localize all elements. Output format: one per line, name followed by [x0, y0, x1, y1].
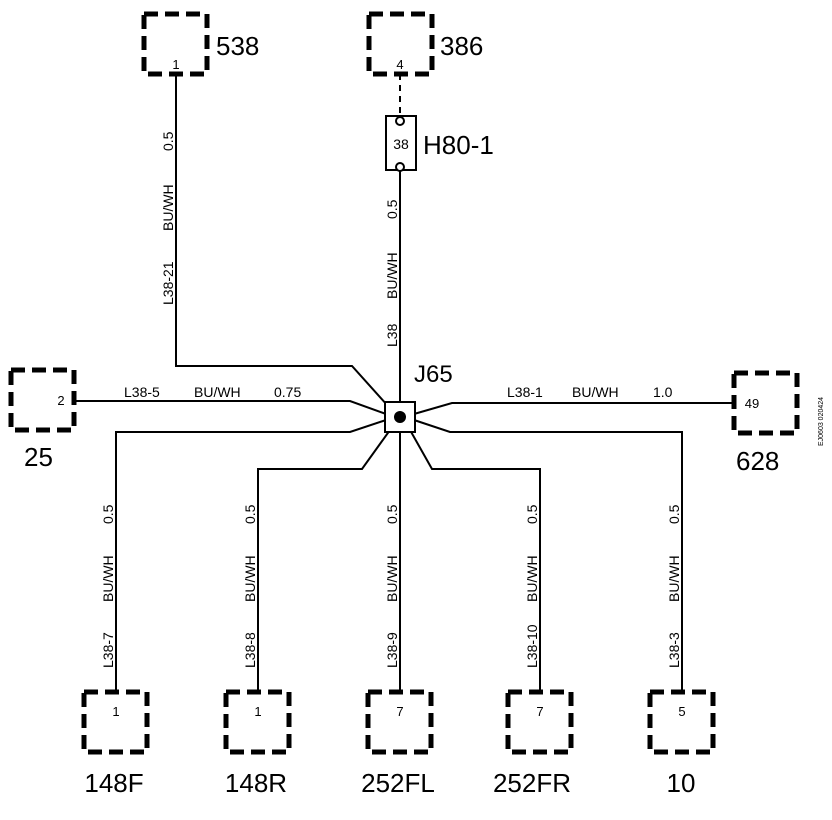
- connector-name: 25: [24, 442, 53, 472]
- wire-148R: [257, 429, 391, 692]
- wire-label-148F: L38-7 BU/WH 0.5: [100, 504, 116, 668]
- wire-circuit: L38-5: [124, 384, 160, 400]
- wire-label-25: L38-5 BU/WH 0.75: [124, 384, 301, 400]
- connector-pin: 1: [254, 704, 261, 719]
- wire-color: BU/WH: [242, 555, 258, 602]
- wire-size: 1.0: [653, 384, 673, 400]
- wire-color: BU/WH: [524, 555, 540, 602]
- fuse-top-terminal: [395, 116, 405, 126]
- wire-label-628: L38-1 BU/WH 1.0: [507, 384, 673, 400]
- wire-circuit: L38-1: [507, 384, 543, 400]
- wire-label-538: L38-21 BU/WH 0.5: [160, 131, 176, 305]
- connector-box: [8, 367, 77, 433]
- connector-pin: 49: [745, 396, 759, 411]
- connector-name: 628: [736, 446, 779, 476]
- splice-box: [384, 401, 416, 433]
- fuse-name: H80-1: [423, 130, 494, 160]
- wire-color: BU/WH: [194, 384, 241, 400]
- wire-color: BU/WH: [160, 184, 176, 231]
- wire-color: BU/WH: [384, 252, 400, 299]
- wire-628: [413, 402, 734, 415]
- connector-148F[interactable]: 1 148F: [81, 689, 150, 798]
- connector-box: [81, 689, 150, 755]
- connector-pin: 5: [678, 704, 685, 719]
- connector-name: 252FR: [493, 768, 571, 798]
- connector-pin: 7: [396, 704, 403, 719]
- connector-box: [365, 689, 434, 755]
- connector-box: [505, 689, 574, 755]
- splice-j65[interactable]: J65: [384, 361, 453, 433]
- wire-538: [175, 74, 389, 407]
- reference-code: EJ0603 020424: [818, 397, 825, 446]
- wire-label-fuse: L38 BU/WH 0.5: [384, 199, 400, 347]
- connector-148R[interactable]: 1 148R: [223, 689, 292, 798]
- connector-628[interactable]: 49 628: [731, 370, 800, 476]
- connector-pin: 7: [536, 704, 543, 719]
- connector-name: 252FL: [361, 768, 435, 798]
- wires: [74, 74, 734, 692]
- connector-box: [366, 11, 435, 77]
- wire-color: BU/WH: [572, 384, 619, 400]
- wire-size: 0.5: [242, 504, 258, 524]
- wire-252FR: [409, 429, 541, 692]
- connector-name: 148F: [84, 768, 143, 798]
- wire-circuit: L38-9: [384, 632, 400, 668]
- wire-size: 0.5: [160, 131, 176, 151]
- connector-name: 538: [216, 31, 259, 61]
- fuse-bottom-terminal: [395, 162, 405, 172]
- wire-label-252FL: L38-9 BU/WH 0.5: [384, 504, 400, 668]
- wire-25: [74, 400, 387, 415]
- connector-name: 148R: [225, 768, 287, 798]
- wire-size: 0.5: [524, 504, 540, 524]
- wire-size: 0.5: [384, 199, 400, 219]
- fuse-h80-1[interactable]: 38 H80-1: [385, 115, 494, 172]
- wire-size: 0.5: [384, 504, 400, 524]
- connector-pin: 4: [396, 57, 403, 72]
- wire-size: 0.5: [100, 504, 116, 524]
- connector-386[interactable]: 4 386: [366, 11, 483, 77]
- wire-circuit: L38-3: [666, 632, 682, 668]
- wire-color: BU/WH: [384, 555, 400, 602]
- connector-name: 10: [667, 768, 696, 798]
- wire-circuit: L38-7: [100, 632, 116, 668]
- connector-10[interactable]: 5 10: [647, 689, 716, 798]
- wire-size: 0.5: [666, 504, 682, 524]
- wire-circuit: L38-10: [524, 624, 540, 668]
- connector-box: [141, 11, 210, 77]
- wire-label-252FR: L38-10 BU/WH 0.5: [524, 504, 540, 668]
- wire-label-10: L38-3 BU/WH 0.5: [666, 504, 682, 668]
- splice-dot: [394, 411, 406, 423]
- connector-box: [647, 689, 716, 755]
- wire-10: [413, 419, 683, 692]
- wire-148F: [115, 419, 387, 692]
- connector-box: [731, 370, 800, 436]
- wire-color: BU/WH: [100, 555, 116, 602]
- wire-circuit: L38-8: [242, 632, 258, 668]
- splice-name: J65: [414, 361, 453, 388]
- wire-color: BU/WH: [666, 555, 682, 602]
- connector-538[interactable]: 1 538: [141, 11, 259, 77]
- wire-circuit: L38: [384, 323, 400, 347]
- wire-label-148R: L38-8 BU/WH 0.5: [242, 504, 258, 668]
- connector-name: 386: [440, 31, 483, 61]
- wire-size: 0.75: [274, 384, 301, 400]
- connector-box: [223, 689, 292, 755]
- wire-circuit: L38-21: [160, 261, 176, 305]
- connector-pin: 1: [172, 57, 179, 72]
- connector-252FR[interactable]: 7 252FR: [493, 689, 574, 798]
- connector-25[interactable]: 2 25: [8, 367, 77, 472]
- fuse-pin: 38: [393, 136, 409, 152]
- connector-pin: 2: [57, 393, 64, 408]
- connector-252FL[interactable]: 7 252FL: [361, 689, 435, 798]
- connector-pin: 1: [112, 704, 119, 719]
